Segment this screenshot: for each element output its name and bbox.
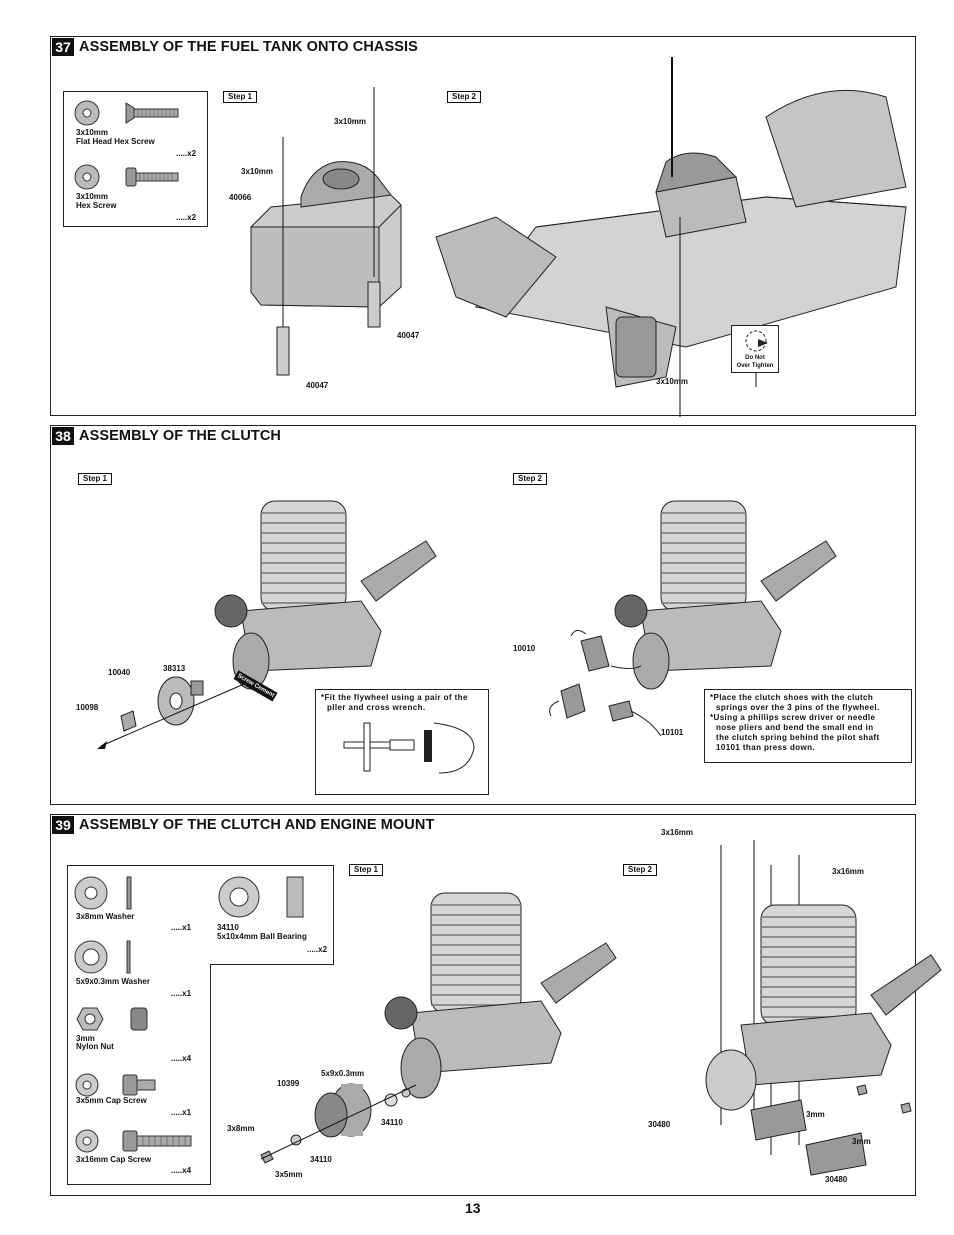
over-tighten-warning: Do Not Over Tighten bbox=[731, 325, 779, 373]
part-number-label: 10040 bbox=[108, 668, 131, 677]
engine-illustration bbox=[214, 500, 437, 690]
step-2-label: Step 2 bbox=[623, 864, 658, 876]
section-header: 39 ASSEMBLY OF THE CLUTCH AND ENGINE MOU… bbox=[52, 816, 434, 834]
cross-wrench-icon bbox=[343, 722, 475, 774]
section-header: 38 ASSEMBLY OF THE CLUTCH bbox=[52, 427, 281, 445]
part-name: 3x8mm Washer bbox=[76, 912, 135, 921]
part-name: 3x5mm Cap Screw bbox=[76, 1096, 147, 1105]
clutch-shoes-illustration bbox=[549, 630, 662, 737]
washer-icon bbox=[74, 876, 132, 910]
clutch-bell-illustration bbox=[260, 1083, 417, 1164]
part-qty: .....x1 bbox=[171, 989, 192, 998]
step-2-label: Step 2 bbox=[513, 473, 548, 485]
part-label: 3x16mm bbox=[832, 867, 865, 876]
part-label: 34110 bbox=[381, 1118, 403, 1127]
step-2-label: Step 2 bbox=[447, 91, 482, 103]
section-38: 38 ASSEMBLY OF THE CLUTCH Step 1 Step 2 … bbox=[50, 425, 916, 805]
screw-label: 3x10mm bbox=[656, 377, 689, 386]
screw-label: 3x10mm bbox=[334, 117, 367, 126]
part-name: 5x9x0.3mm Washer bbox=[76, 977, 150, 986]
washer-icon bbox=[74, 940, 131, 974]
part-size: 3x10mm bbox=[76, 128, 109, 137]
section-header: 37 ASSEMBLY OF THE FUEL TANK ONTO CHASSI… bbox=[52, 38, 418, 56]
screw-label: 3x10mm bbox=[241, 167, 274, 176]
section-39: 39 ASSEMBLY OF THE CLUTCH AND ENGINE MOU… bbox=[50, 814, 942, 1196]
note-line: the clutch spring behind the pilot shaft bbox=[716, 733, 880, 742]
clutch-note: *Place the clutch shoes with the clutch … bbox=[704, 689, 912, 763]
part-number-label: 10010 bbox=[513, 644, 536, 653]
part-qty: .....x1 bbox=[171, 1108, 192, 1117]
part-label: 5x9x0.3mm bbox=[321, 1069, 365, 1078]
ball-bearing-icon bbox=[218, 876, 304, 918]
part-label: 10399 bbox=[277, 1079, 300, 1088]
hex-screw-icon bbox=[125, 167, 179, 187]
section-title: ASSEMBLY OF THE CLUTCH AND ENGINE MOUNT bbox=[79, 817, 435, 833]
flywheel-note: *Fit the flywheel using a pair of the pl… bbox=[315, 689, 489, 795]
part-number-label: 38313 bbox=[163, 664, 186, 673]
section-title: ASSEMBLY OF THE CLUTCH bbox=[79, 428, 281, 444]
section-number: 37 bbox=[52, 38, 74, 56]
part-name: Flat Head Hex Screw bbox=[76, 137, 155, 146]
section-number: 39 bbox=[52, 816, 74, 834]
flywheel-parts-illustration bbox=[97, 676, 252, 749]
engine-mount-illustration bbox=[705, 840, 942, 1176]
part-label: 3x5mm bbox=[275, 1170, 303, 1179]
part-label: 30480 bbox=[648, 1120, 671, 1129]
step-1-label: Step 1 bbox=[349, 864, 384, 876]
part-qty: .....x4 bbox=[171, 1054, 192, 1063]
torque-arrow-icon bbox=[745, 330, 768, 352]
part-qty: .....x2 bbox=[176, 213, 197, 222]
chassis-illustration bbox=[435, 57, 907, 417]
section-37: 37 ASSEMBLY OF THE FUEL TANK ONTO CHASSI… bbox=[50, 36, 916, 417]
step-1-label: Step 1 bbox=[78, 473, 113, 485]
section-number: 38 bbox=[52, 427, 74, 445]
part-number-label: 10098 bbox=[76, 703, 99, 712]
note-line: springs over the 3 pins of the flywheel. bbox=[716, 703, 880, 712]
note-line: pller and cross wrench. bbox=[327, 703, 426, 712]
parts-box-edge bbox=[210, 964, 211, 1185]
note-line: *Using a phillips screw driver or needle bbox=[710, 713, 876, 722]
tank-part-label: 40066 bbox=[229, 193, 252, 202]
note-line: 10101 than press down. bbox=[716, 743, 816, 752]
bearing-code: 34110 bbox=[217, 923, 239, 932]
part-qty: .....x1 bbox=[171, 923, 192, 932]
bearing-qty: .....x2 bbox=[307, 945, 328, 954]
part-label: 3mm bbox=[806, 1110, 825, 1119]
part-name: 3x16mm Cap Screw bbox=[76, 1155, 152, 1164]
part-label: 3x16mm bbox=[661, 828, 694, 837]
warning-text: Over Tighten bbox=[736, 363, 774, 369]
part-name: Hex Screw bbox=[76, 201, 117, 210]
post-part-label: 40047 bbox=[306, 381, 329, 390]
part-name: Nylon Nut bbox=[76, 1042, 114, 1051]
nylon-nut-icon bbox=[76, 1007, 148, 1031]
page-number: 13 bbox=[465, 1200, 481, 1216]
parts-box: 3x10mm Flat Head Hex Screw .....x2 3x10m… bbox=[63, 91, 208, 227]
part-label: 3x8mm bbox=[227, 1124, 255, 1133]
post-part-label: 40047 bbox=[397, 331, 420, 340]
engine-illustration bbox=[614, 500, 837, 690]
part-label: 34110 bbox=[310, 1155, 332, 1164]
fuel-tank-illustration bbox=[250, 87, 402, 376]
engine-illustration bbox=[384, 892, 617, 1099]
part-qty: .....x4 bbox=[171, 1166, 192, 1175]
cap-screw-icon bbox=[75, 1073, 156, 1097]
part-label: 3mm bbox=[852, 1137, 871, 1146]
washer-icon bbox=[74, 164, 100, 190]
part-size: 3mm bbox=[76, 1034, 95, 1043]
bearing-name: 5x10x4mm Ball Bearing bbox=[217, 932, 307, 941]
washer-icon bbox=[74, 100, 100, 126]
note-line: *Fit the flywheel using a pair of the bbox=[321, 693, 468, 702]
part-number-label: 10101 bbox=[661, 728, 684, 737]
step-1-label: Step 1 bbox=[223, 91, 258, 103]
part-size: 3x10mm bbox=[76, 192, 109, 201]
section-title: ASSEMBLY OF THE FUEL TANK ONTO CHASSIS bbox=[79, 39, 418, 55]
cap-screw-icon bbox=[75, 1129, 192, 1153]
flat-head-screw-icon bbox=[125, 102, 179, 124]
note-line: *Place the clutch shoes with the clutch bbox=[710, 693, 874, 702]
note-line: nose pliers and bend the small end in bbox=[716, 723, 874, 732]
part-qty: .....x2 bbox=[176, 149, 197, 158]
warning-text: Do Not bbox=[745, 355, 765, 361]
part-label: 30480 bbox=[825, 1175, 848, 1184]
